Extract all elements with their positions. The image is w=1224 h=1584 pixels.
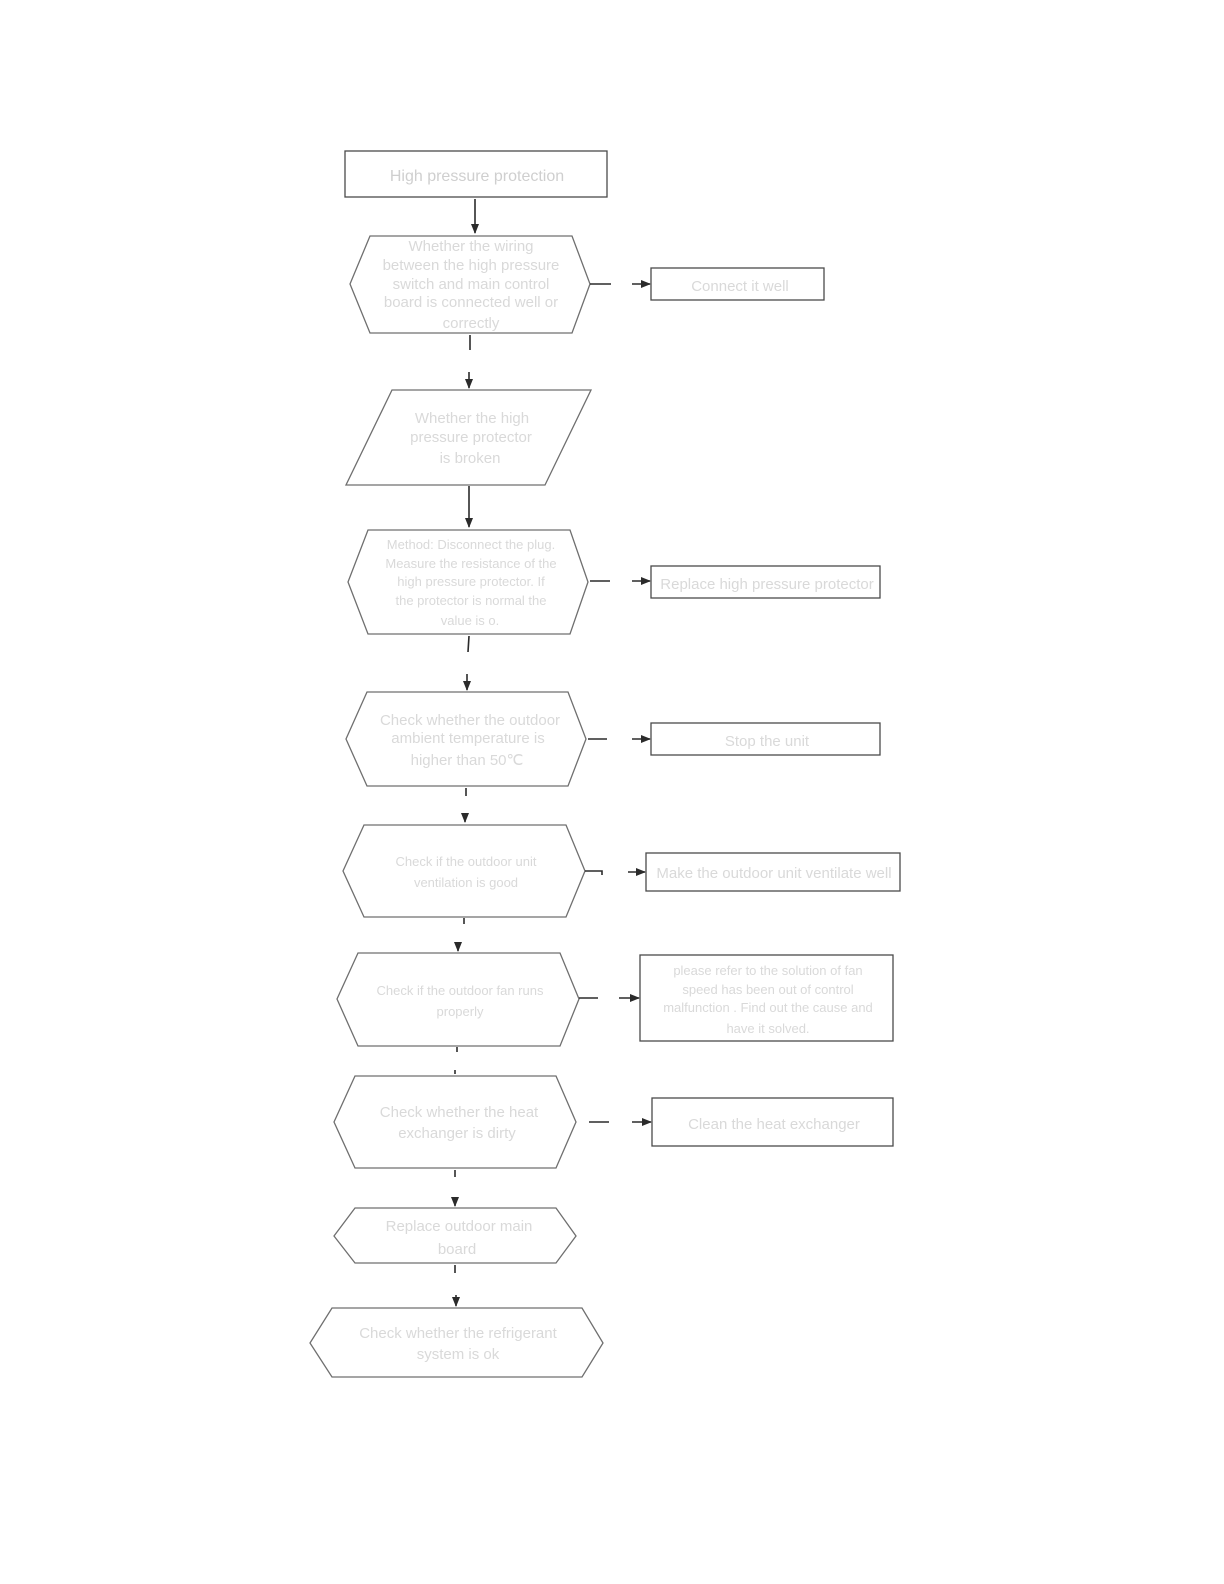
step-fan-line-1: Check if the outdoor fan runs — [377, 983, 544, 998]
step-refrigerant-line-1: Check whether the refrigerant — [359, 1325, 557, 1342]
step-protector-line-2: pressure protector — [410, 429, 532, 446]
step-protector-line-1: Whether the high — [415, 410, 529, 427]
step-ambient-line-3: higher than 50℃ — [411, 752, 524, 769]
action-fan-solution-line-1: please refer to the solution of fan — [673, 963, 862, 978]
action-fan-solution-line-3: malfunction . Find out the cause and — [663, 1000, 873, 1015]
action-connect-label: Connect it well — [691, 278, 789, 295]
step-heat-exchanger-line-2: exchanger is dirty — [398, 1125, 516, 1142]
action-ventilate-label: Make the outdoor unit ventilate well — [656, 865, 891, 882]
start-node-label: High pressure protection — [390, 168, 564, 185]
step-ventilation: Check if the outdoor unit ventilation is… — [342, 824, 586, 918]
step-method-line-3: high pressure protector. If — [397, 574, 545, 589]
step-refrigerant: Check whether the refrigerant system is … — [309, 1307, 604, 1378]
step-method-line-4: the protector is normal the — [395, 593, 546, 608]
connector-method-down — [467, 635, 470, 653]
action-stop-unit-label: Stop the unit — [725, 733, 810, 750]
start-node: High pressure protection — [344, 150, 608, 198]
action-ventilate: Make the outdoor unit ventilate well — [645, 852, 901, 892]
step-wiring-line-4: board is connected well or — [384, 294, 558, 311]
step-ventilation-line-2: ventilation is good — [414, 875, 518, 890]
action-replace-protector-label: Replace high pressure protector — [660, 576, 873, 593]
step-wiring-line-1: Whether the wiring — [408, 238, 533, 255]
step-protector-line-3: is broken — [440, 450, 501, 467]
step-fan-line-2: properly — [437, 1004, 484, 1019]
step-wiring-line-3: switch and main control — [393, 276, 550, 293]
step-replace-board-line-1: Replace outdoor main — [386, 1218, 533, 1235]
action-stop-unit: Stop the unit — [650, 722, 881, 756]
step-ventilation-line-1: Check if the outdoor unit — [396, 854, 537, 869]
action-connect: Connect it well — [650, 267, 825, 301]
step-heat-exchanger-line-1: Check whether the heat — [380, 1104, 539, 1121]
step-fan: Check if the outdoor fan runs properly — [336, 952, 580, 1047]
step-refrigerant-line-2: system is ok — [417, 1346, 500, 1363]
action-fan-solution-line-2: speed has been out of control — [682, 982, 853, 997]
action-clean-label: Clean the heat exchanger — [688, 1116, 860, 1133]
step-ambient-line-1: Check whether the outdoor — [380, 712, 560, 729]
step-method-line-5: value is o. — [441, 613, 500, 628]
step-replace-board-line-2: board — [438, 1241, 476, 1258]
action-fan-solution-line-4: have it solved. — [726, 1021, 809, 1036]
step-replace-board: Replace outdoor main board — [333, 1207, 577, 1264]
step-method: Method: Disconnect the plug. Measure the… — [347, 529, 589, 635]
connector-ventilation-to-action — [585, 870, 603, 875]
step-ambient-line-2: ambient temperature is — [391, 730, 544, 747]
step-wiring-line-2: between the high pressure — [383, 257, 560, 274]
step-heat-exchanger: Check whether the heat exchanger is dirt… — [333, 1075, 577, 1169]
step-wiring: Whether the wiring between the high pres… — [349, 235, 591, 334]
step-ambient-temp: Check whether the outdoor ambient temper… — [345, 691, 587, 787]
step-wiring-line-5: correctly — [443, 315, 500, 332]
step-protector-broken: Whether the high pressure protector is b… — [344, 389, 593, 486]
action-replace-protector: Replace high pressure protector — [650, 565, 881, 599]
action-fan-solution: please refer to the solution of fan spee… — [639, 954, 894, 1042]
step-method-line-2: Measure the resistance of the — [385, 556, 556, 571]
action-clean: Clean the heat exchanger — [651, 1097, 894, 1147]
step-method-line-1: Method: Disconnect the plug. — [387, 537, 555, 552]
